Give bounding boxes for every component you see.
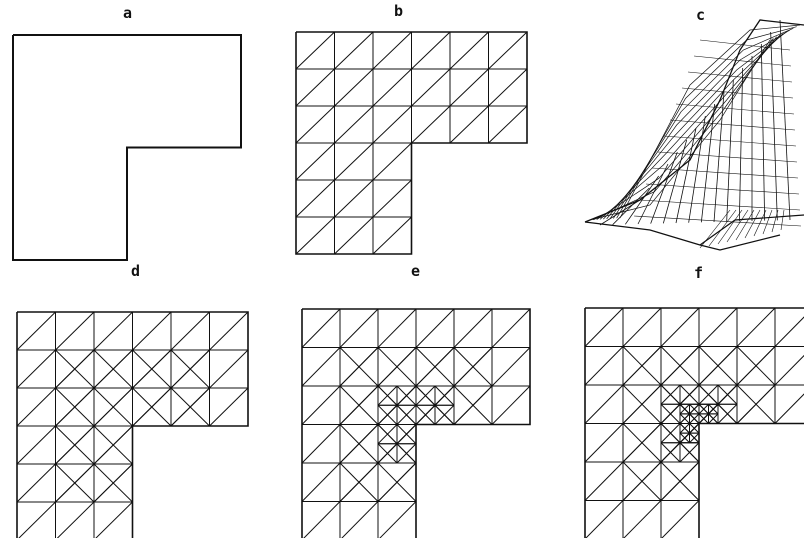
panel-f-mesh [584,307,804,538]
panel-a-outline [12,34,242,261]
panel-f-label: f [694,264,704,282]
panel-c-label: c [696,6,706,24]
panel-b-label: b [394,2,404,20]
panel-c-surface [584,19,804,251]
panel-a-label: a [123,4,133,22]
panel-e-label: e [411,262,421,280]
panel-b-mesh [295,31,528,255]
panel-d-mesh [16,311,249,538]
panel-d-label: d [131,262,141,280]
panel-e-mesh [301,308,531,538]
